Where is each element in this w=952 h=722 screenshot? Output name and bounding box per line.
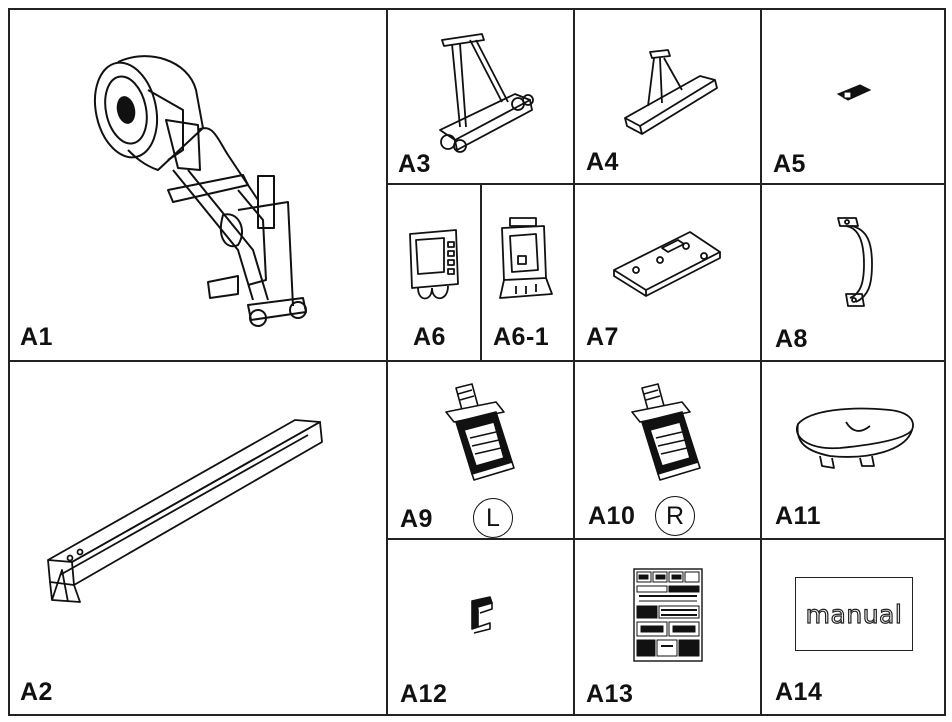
rowing-machine-icon [94, 55, 307, 327]
grid-line [760, 8, 762, 716]
small-connector-icon [836, 84, 872, 101]
part-label: A8 [775, 325, 808, 353]
main-rail-beam-icon [47, 419, 323, 603]
mounting-plate-icon [613, 231, 721, 297]
rear-stabilizer-stand-icon [624, 49, 718, 135]
part-label: A11 [775, 502, 821, 530]
part-label: A6-1 [493, 323, 550, 351]
grid-line [386, 8, 388, 716]
grid-line [386, 183, 946, 185]
part-label: A6 [413, 323, 446, 351]
grid-line [480, 184, 482, 361]
part-label: A13 [586, 680, 634, 708]
right-foot-pedal-icon [631, 383, 701, 481]
part-label: A3 [398, 150, 431, 178]
clip-bracket-icon [471, 596, 493, 634]
parts-diagram [8, 8, 946, 716]
part-label: A14 [775, 678, 823, 706]
part-label: A4 [586, 148, 619, 176]
part-label: A5 [773, 150, 806, 178]
part-label: A7 [586, 323, 619, 351]
hardware-pack-sheet-icon [633, 568, 703, 662]
console-bracket-icon [499, 217, 553, 299]
console-monitor-icon [409, 229, 459, 300]
handle-bar-icon [837, 217, 873, 307]
side-indicator-left: L [473, 498, 513, 538]
left-foot-pedal-icon [445, 383, 515, 481]
seat-cushion-icon [795, 407, 914, 469]
grid-line [8, 360, 946, 362]
grid-line [573, 8, 575, 716]
side-indicator-right: R [655, 496, 695, 536]
manual-booklet-icon: manual [795, 577, 913, 651]
part-label: A2 [20, 678, 53, 706]
part-label: A1 [20, 323, 53, 351]
part-label: A10 [588, 502, 636, 530]
front-stabilizer-stand-icon [439, 33, 534, 153]
part-label: A9 [400, 505, 433, 533]
manual-text: manual [805, 599, 903, 629]
part-label: A12 [400, 680, 448, 708]
grid-line [386, 538, 946, 540]
